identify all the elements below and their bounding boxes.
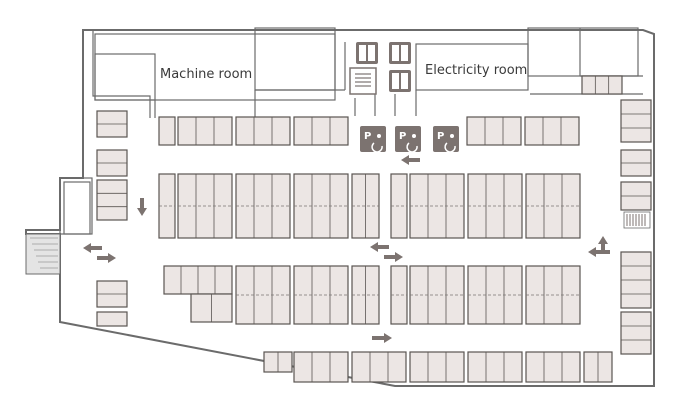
parking-block — [390, 173, 408, 239]
parking-block — [466, 116, 522, 146]
parking-block — [263, 351, 293, 373]
parking-block — [581, 75, 623, 95]
stair-enclosure — [59, 177, 93, 235]
arrow-icon — [83, 243, 116, 263]
building-inner-outline — [92, 30, 151, 118]
parking-block — [177, 116, 233, 146]
parking-block — [351, 351, 407, 383]
parking-block — [409, 173, 465, 239]
parking-block — [96, 179, 128, 221]
svg-text:P: P — [364, 131, 371, 142]
parking-block — [96, 311, 128, 327]
parking-block — [525, 173, 581, 239]
parking-block — [620, 311, 652, 355]
parking-block — [620, 251, 652, 309]
parking-block — [351, 265, 380, 325]
svg-text:P: P — [399, 131, 406, 142]
parking-block — [235, 173, 291, 239]
arrow-icon — [137, 198, 147, 216]
stairs-icon — [25, 233, 61, 275]
parking-block — [293, 265, 349, 325]
parking-block — [96, 149, 128, 177]
parking-block — [163, 265, 233, 295]
parking-block — [177, 173, 233, 239]
accessible-parking-sign-1: P — [360, 126, 386, 153]
parking-block — [409, 265, 465, 325]
parking-block — [409, 351, 465, 383]
parking-block — [620, 149, 652, 177]
core-lines — [354, 94, 396, 116]
parking-block — [583, 351, 613, 383]
accessible-parking-sign-2: P — [395, 126, 421, 153]
parking-block — [525, 351, 581, 383]
parking-block — [467, 265, 523, 325]
parking-block — [467, 351, 523, 383]
parking-block — [190, 293, 233, 323]
machine-room-label: Machine room — [160, 67, 252, 82]
parking-block — [235, 265, 291, 325]
arrow-icon — [370, 242, 403, 262]
parking-block — [390, 265, 408, 325]
parking-block — [467, 173, 523, 239]
arrow-icon — [372, 333, 392, 343]
arrow-icon — [588, 236, 610, 257]
parking-block — [96, 110, 128, 138]
electricity-room-label: Electricity room — [425, 63, 527, 78]
parking-block — [351, 173, 380, 239]
parking-block — [96, 280, 128, 308]
parking-block — [158, 116, 176, 146]
parking-block — [293, 173, 349, 239]
arrow-icon — [401, 155, 420, 165]
machine-room: Machine room — [94, 27, 346, 118]
parking-block — [620, 99, 652, 143]
electricity-room: Electricity room — [415, 27, 643, 116]
parking-block — [235, 116, 291, 146]
parking-block — [620, 181, 652, 211]
stairs-icon — [623, 211, 651, 229]
parking-spaces — [96, 75, 652, 383]
accessible-parking-sign-3: P — [433, 126, 459, 153]
parking-block — [525, 265, 581, 325]
elevator-1 — [356, 42, 378, 64]
parking-block — [293, 116, 349, 146]
svg-text:P: P — [437, 131, 444, 142]
parking-block — [158, 173, 176, 239]
elevator-3 — [389, 70, 411, 92]
parking-block — [293, 351, 349, 383]
information-board-icon — [349, 67, 377, 95]
parking-block — [524, 116, 580, 146]
elevator-2 — [389, 42, 411, 64]
